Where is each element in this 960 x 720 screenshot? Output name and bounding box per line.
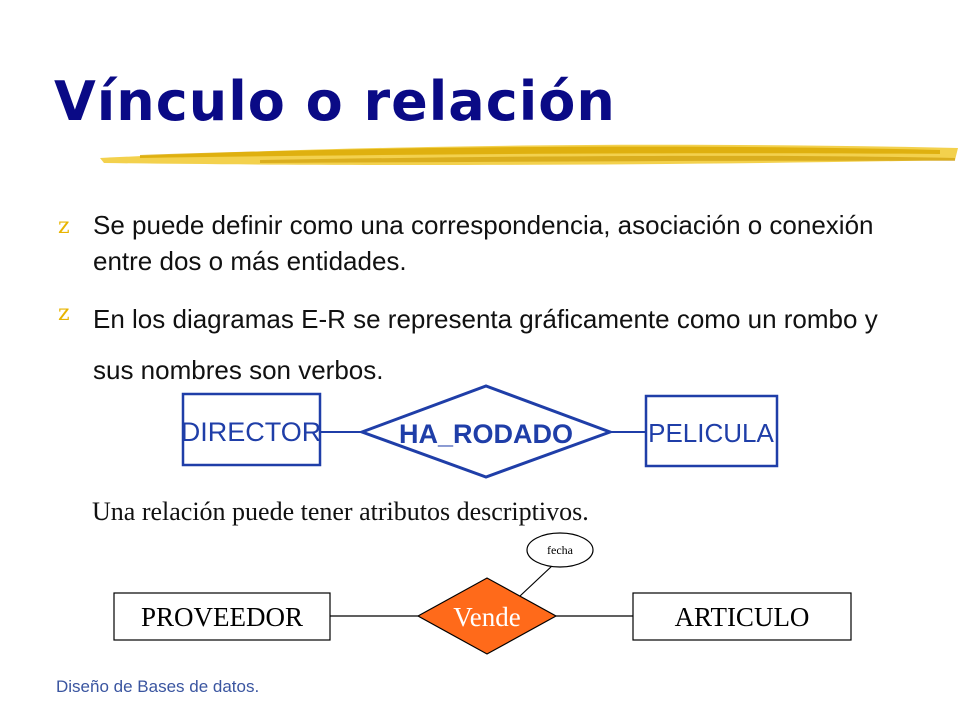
entity-label-proveedor: PROVEEDOR	[141, 602, 303, 632]
bullet-text: Se puede definir como una correspondenci…	[93, 210, 874, 276]
entity-box-director	[181, 392, 322, 467]
relationship-diamond-vende	[416, 577, 558, 655]
entity-box-pelicula	[644, 394, 779, 468]
relationship-label-vende: Vende	[453, 602, 520, 632]
relationship-label-ha-rodado: HA_RODADO	[399, 419, 573, 449]
relationship-diamond-ha-rodado	[357, 384, 615, 479]
slide-title: Vínculo o relación	[54, 70, 616, 133]
attribute-connector	[519, 564, 554, 597]
bullet-marker: z	[58, 301, 70, 326]
entity-box-articulo	[632, 592, 852, 641]
entity-label-articulo: ARTICULO	[675, 602, 810, 632]
slide-footer: Diseño de Bases de datos.	[56, 677, 260, 696]
attribute-ellipse-fecha	[526, 532, 594, 568]
entity-label-pelicula: PELICULA	[648, 418, 774, 448]
entity-box-proveedor	[113, 592, 331, 641]
diagram-caption: Una relación puede tener atributos descr…	[92, 497, 589, 526]
entity-label-director: DIRECTOR	[181, 417, 322, 447]
bullet-text: En los diagramas E-R se representa gráfi…	[93, 304, 878, 385]
attribute-label-fecha: fecha	[547, 543, 574, 557]
bullet-marker: z	[58, 214, 70, 239]
